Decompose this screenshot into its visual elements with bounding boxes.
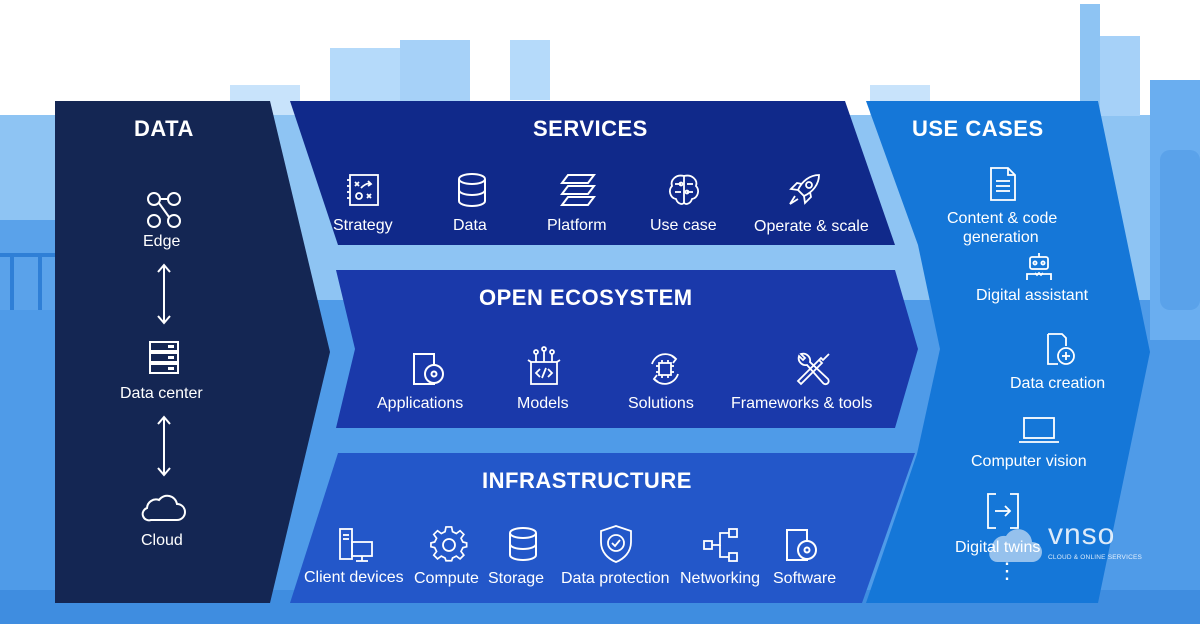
robot-icon	[1026, 253, 1052, 280]
watermark-brand: vnso	[1048, 518, 1116, 551]
services-panel	[290, 101, 895, 245]
data-panel	[55, 101, 330, 603]
infrastructure-title: INFRASTRUCTURE	[482, 468, 692, 493]
ecosystem-panel	[336, 270, 918, 428]
infrastructure-panel	[290, 453, 915, 603]
services-item-operate-scale: Operate & scale	[754, 218, 869, 235]
services-item-platform: Platform	[547, 217, 607, 234]
ecosystem-item-solutions: Solutions	[628, 395, 694, 412]
data-item-edge: Edge	[143, 233, 181, 250]
use-case-content-code-line2: generation	[963, 229, 1039, 246]
shield-check-icon	[600, 525, 632, 563]
use-cases-title: USE CASES	[912, 116, 1044, 141]
brain-circuit-icon	[669, 174, 699, 205]
data-title: DATA	[134, 116, 194, 141]
use-case-content-code-line1: Content & code	[947, 210, 1058, 227]
open-ecosystem-title: OPEN ECOSYSTEM	[479, 285, 693, 310]
client-devices-icon	[339, 528, 373, 562]
use-case-digital-assistant: Digital assistant	[976, 287, 1089, 304]
rocket-icon	[789, 174, 820, 205]
chip-cycle-icon	[651, 353, 679, 385]
laptop-icon	[1019, 417, 1059, 443]
ecosystem-item-applications: Applications	[377, 395, 464, 412]
edge-to-datacenter-arrow	[157, 263, 171, 325]
ecosystem-item-models: Models	[517, 395, 569, 412]
datacenter-to-cloud-arrow	[157, 415, 171, 477]
ecosystem-item-frameworks-tools: Frameworks & tools	[731, 395, 873, 412]
application-disc-icon	[413, 353, 444, 385]
database-icon	[509, 527, 537, 561]
data-item-data-center: Data center	[120, 385, 203, 402]
code-box-icon	[527, 346, 561, 385]
services-title: SERVICES	[533, 116, 648, 141]
watermark-tagline: CLOUD & ONLINE SERVICES	[1048, 554, 1143, 561]
gear-icon	[430, 526, 468, 562]
strategy-board-icon	[347, 174, 379, 206]
data-item-cloud: Cloud	[141, 532, 183, 549]
services-item-data: Data	[453, 217, 487, 234]
twin-arrow-icon	[987, 493, 1019, 529]
infrastructure-item-software: Software	[773, 570, 837, 587]
software-disc-icon	[786, 529, 817, 561]
nodes-icon	[147, 192, 181, 228]
use-case-data-creation: Data creation	[1010, 375, 1106, 392]
layers-icon	[560, 174, 596, 206]
file-plus-icon	[1047, 333, 1075, 365]
infrastructure-item-networking: Networking	[680, 570, 761, 587]
document-icon	[990, 167, 1016, 201]
infrastructure-item-data-protection: Data protection	[561, 570, 670, 587]
services-item-strategy: Strategy	[333, 217, 393, 234]
use-cases-more-indicator: ⋮	[996, 558, 1018, 583]
tools-icon	[796, 352, 830, 386]
network-icon	[703, 528, 738, 562]
infrastructure-item-storage: Storage	[488, 570, 545, 587]
cloud-icon	[141, 494, 186, 522]
infrastructure-item-compute: Compute	[414, 570, 479, 587]
watermark-cloud-icon	[989, 529, 1042, 563]
use-cases-panel	[866, 101, 1150, 603]
infrastructure-item-client-devices: Client devices	[304, 569, 404, 586]
server-stack-icon	[149, 341, 179, 374]
services-item-use-case: Use case	[650, 217, 717, 234]
database-icon	[458, 173, 486, 207]
use-case-computer-vision: Computer vision	[971, 453, 1087, 470]
